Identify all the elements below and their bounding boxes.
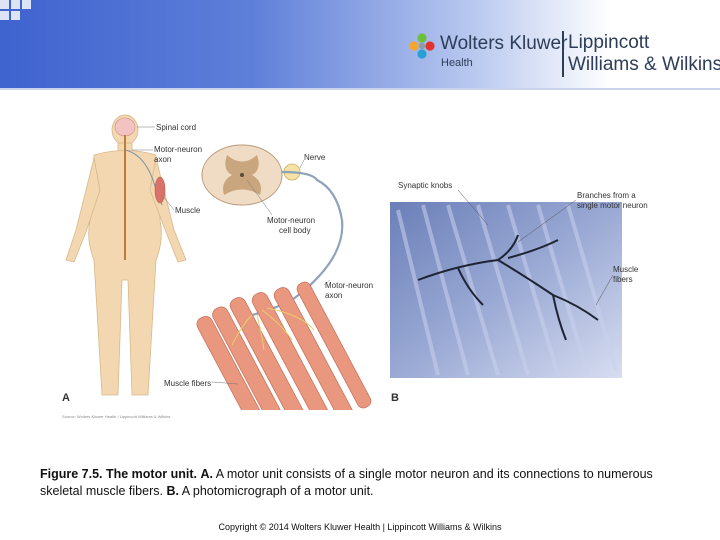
micrograph-branches [417,234,599,341]
brand-williams-wilkins: Williams & Wilkins [568,54,720,75]
label-motor-neuron-axon: Motor-neuron [154,145,202,154]
brand-wolters-kluwer: Wolters Kluwer [440,33,568,54]
caption-b-text: A photomicrograph of a motor unit. [181,484,374,498]
label-muscle-fibers: Muscle fibers [164,379,211,388]
label-motor-neuron-axon-b: Motor-neuron [325,281,373,290]
label-cell-body-2: cell body [279,226,311,235]
decor-square [11,11,20,20]
label-motor-neuron-axon-b-2: axon [325,291,342,300]
caption-figure-label: Figure 7.5. The motor unit. [40,467,197,481]
spinal-cord-cross-section [201,144,301,206]
label-branches-2: single motor neuron [577,201,648,210]
label-muscle-fibers-b: Muscle [613,265,639,274]
caption-b-label: B. [166,484,179,498]
nerve-branches [231,307,315,351]
brand-health: Health [441,57,473,69]
label-nerve: Nerve [304,153,326,162]
publisher-logo: Wolters Kluwer Health Lippincott William… [404,26,720,82]
label-spinal-cord: Spinal cord [156,123,196,132]
brain [114,117,136,137]
brand-lippincott: Lippincott [568,32,650,53]
label-muscle-fibers-b-2: fibers [613,275,633,284]
leader-lines [132,126,331,385]
label-motor-neuron-axon-2: axon [154,155,171,164]
label-branches: Branches from a [577,191,636,200]
micrograph-leaders [457,189,614,306]
caption-a-label: A. [200,467,213,481]
header-banner: Wolters Kluwer Health Lippincott William… [0,0,720,88]
caption-a-text: A motor unit consists of a single motor … [40,467,653,498]
decor-square [22,0,31,9]
copyright-footer: Copyright © 2014 Wolters Kluwer Health |… [218,522,502,532]
source-note: Source: Wolters Kluwer Health / Lippinco… [62,414,171,419]
header-divider [0,88,720,90]
decor-square [11,0,20,9]
muscle-fibers [196,281,372,410]
label-synaptic-knobs: Synaptic knobs [398,181,452,190]
panel-a-label: A [62,392,70,404]
label-cell-body: Motor-neuron [267,216,315,225]
decor-square [0,11,9,20]
figure-caption: Figure 7.5. The motor unit. A. A motor u… [40,466,680,500]
label-muscle: Muscle [175,206,201,215]
figure-a-illustration: Spinal cord Motor-neuron axon Muscle Ner… [65,114,373,410]
micrograph-background [390,202,622,378]
arm-muscle [154,176,166,204]
panel-b-label: B [391,392,399,404]
brand-separator [562,31,564,77]
wolters-kluwer-dots-icon [409,33,435,59]
micrograph-fibers [396,204,618,376]
decor-square [0,0,9,9]
figure-b-photomicrograph: Synaptic knobs Branches from a single mo… [390,181,648,378]
